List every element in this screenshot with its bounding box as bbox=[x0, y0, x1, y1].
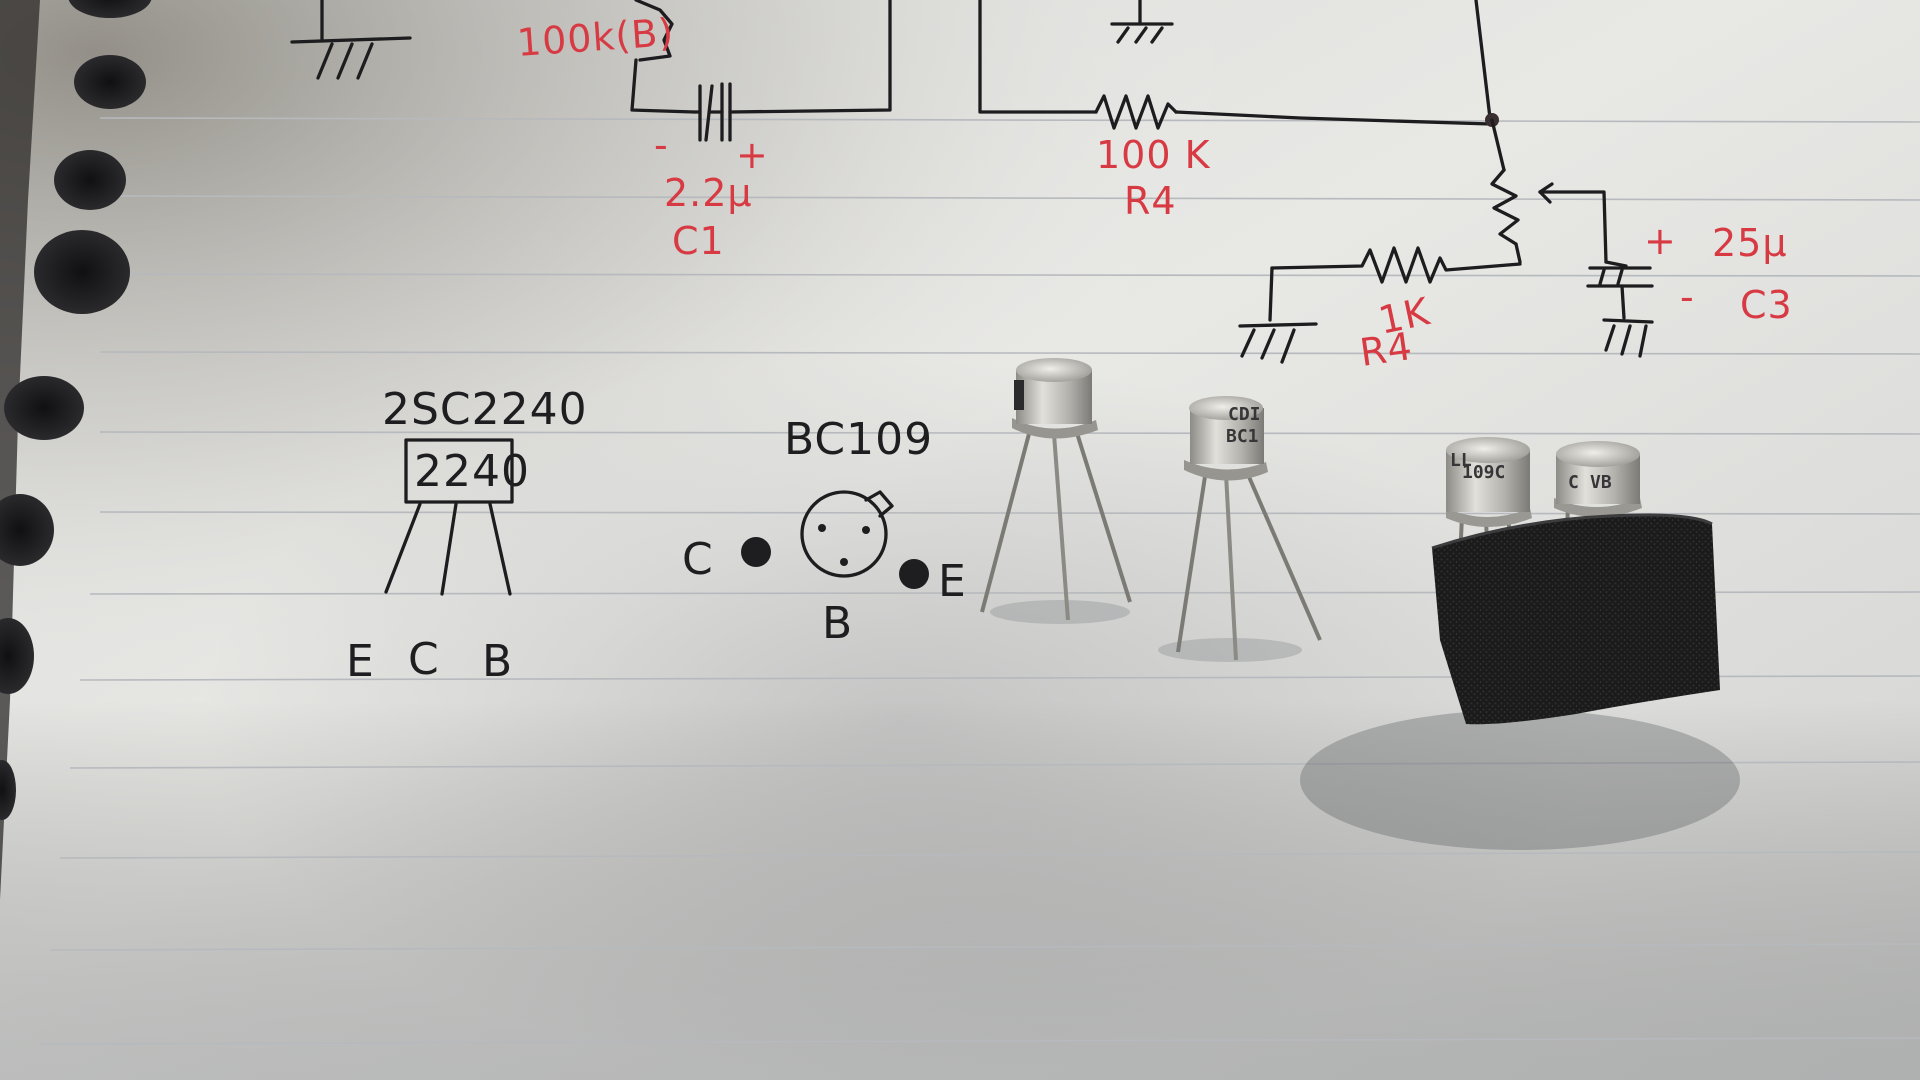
transistor-4-marking-side: C bbox=[1568, 472, 1579, 493]
transistor-lead bbox=[1224, 473, 1238, 661]
binder-hole bbox=[74, 55, 146, 109]
c1-name-label: C1 bbox=[672, 219, 725, 263]
c1-plus-sign: + bbox=[736, 133, 769, 177]
c1-minus-sign: - bbox=[654, 123, 669, 167]
transistor-lead bbox=[980, 429, 1032, 613]
pinout-2sc2240-pin-e: E bbox=[346, 636, 375, 687]
binder-hole bbox=[0, 494, 54, 566]
r4-value-label: 100 K bbox=[1096, 133, 1211, 177]
pinout-bc109-lead bbox=[840, 558, 848, 566]
pinout-2sc2240-pin-c: C bbox=[408, 634, 440, 685]
c3-minus-sign: - bbox=[1680, 275, 1695, 319]
transistor-lead bbox=[1176, 469, 1208, 653]
foam-block-group: LL 109C C VB bbox=[1300, 437, 1740, 850]
schematic-annotations: 100k(B) - + 2.2μ C1 100 K R4 + 25μ - C3 … bbox=[516, 10, 1793, 375]
transistor-can-top bbox=[1446, 437, 1530, 463]
pinout-bc109-dot-e bbox=[899, 559, 929, 589]
pinout-bc109-pin-b: B bbox=[822, 598, 853, 649]
pinout-bc109-dot-c bbox=[741, 537, 771, 567]
transistor-4: C VB bbox=[1554, 441, 1642, 555]
r4-name-label: R4 bbox=[1124, 179, 1177, 223]
c3-plus-sign: + bbox=[1644, 219, 1677, 263]
pinout-bc109: BC109 C E B bbox=[682, 414, 967, 649]
transistor-flange bbox=[1012, 418, 1098, 439]
transistor-can-top bbox=[1016, 358, 1092, 382]
c1-value-label: 2.2μ bbox=[664, 171, 753, 215]
transistor-lead bbox=[1074, 429, 1132, 603]
binder-hole bbox=[4, 376, 84, 440]
c3-name-label: C3 bbox=[1740, 283, 1793, 327]
pinout-2sc2240: 2SC2240 2240 E C B bbox=[346, 384, 588, 687]
r1k-value-label: 1K bbox=[1375, 289, 1434, 343]
transistor-flange bbox=[1184, 460, 1268, 481]
transistor-3: LL 109C bbox=[1446, 437, 1532, 563]
binder-hole bbox=[34, 230, 130, 314]
transistor-flange bbox=[1554, 498, 1642, 517]
transistor-3-marking-top: LL bbox=[1450, 450, 1472, 471]
transistor-shadow bbox=[990, 600, 1130, 624]
pinout-2sc2240-body bbox=[404, 438, 514, 504]
transistor-2-marking-line2: BC1 bbox=[1226, 426, 1259, 447]
transistor-lead bbox=[1052, 433, 1070, 621]
pinout-bc109-title: BC109 bbox=[784, 414, 933, 465]
antistatic-foam-highlight bbox=[1431, 513, 1713, 550]
transistor-2-marking-line1: CDI bbox=[1228, 404, 1261, 425]
pinout-2sc2240-marking: 2240 bbox=[414, 446, 530, 497]
transistor-flange bbox=[1446, 508, 1532, 527]
c3-value-label: 25μ bbox=[1712, 221, 1788, 265]
transistor-4-marking: VB bbox=[1590, 472, 1612, 493]
binder-hole bbox=[68, 0, 152, 18]
schematic-wiring bbox=[290, 0, 1654, 364]
pinout-bc109-lead bbox=[818, 524, 826, 532]
pinout-bc109-pin-c: C bbox=[682, 534, 714, 585]
transistor-can-top bbox=[1556, 441, 1640, 467]
transistor-3-marking: 109C bbox=[1462, 462, 1505, 483]
foam-shadow bbox=[1300, 710, 1740, 850]
transistor-marking bbox=[1014, 380, 1024, 410]
transistor-1 bbox=[980, 358, 1132, 624]
r1k-name-label: R4 bbox=[1357, 324, 1415, 375]
binder-holes bbox=[0, 0, 152, 820]
binder-hole bbox=[54, 150, 126, 210]
binder-hole bbox=[0, 618, 34, 694]
binder-hole bbox=[0, 760, 16, 820]
transistor-2: CDI BC1 bbox=[1158, 396, 1322, 662]
transistor-lead bbox=[1244, 469, 1322, 641]
pinout-2sc2240-title: 2SC2240 bbox=[382, 384, 588, 435]
antistatic-foam bbox=[1432, 515, 1720, 725]
transistor-can-top bbox=[1189, 396, 1263, 420]
pinout-bc109-can-outline bbox=[800, 490, 888, 578]
pinout-2sc2240-pin-b: B bbox=[482, 636, 513, 687]
pinout-bc109-lead bbox=[862, 526, 870, 534]
transistor-shadow bbox=[1158, 638, 1302, 662]
pinout-bc109-pin-e: E bbox=[938, 556, 967, 607]
pot-value-label: 100k(B) bbox=[516, 10, 676, 65]
